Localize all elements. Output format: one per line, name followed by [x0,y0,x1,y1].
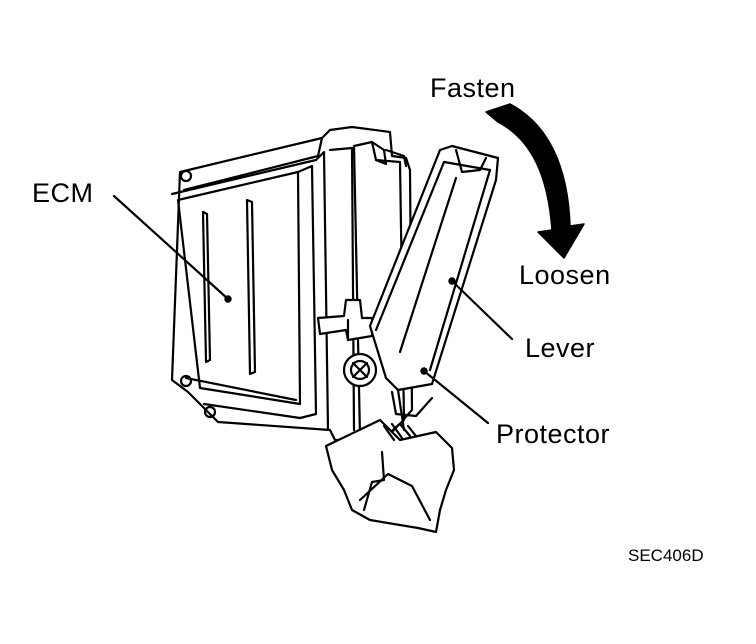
lever-label: Lever [525,333,596,363]
curved-arrow-down-icon [485,103,585,259]
ecm-leader-dot [224,295,232,303]
loosen-label: Loosen [519,260,611,290]
lever-leader-line [450,279,514,341]
protector-label: Protector [496,419,611,449]
fasten-label: Fasten [430,73,516,103]
ecm-label: ECM [32,178,94,208]
protector-leader-dot [420,367,428,375]
protector-leader-line [422,369,490,425]
figure-code: SEC406D [628,546,704,565]
lever-leader-dot [448,277,456,285]
ecm-unit [170,125,414,442]
ecm-leader-line [112,194,230,301]
lever [368,144,500,432]
protector [324,390,456,534]
